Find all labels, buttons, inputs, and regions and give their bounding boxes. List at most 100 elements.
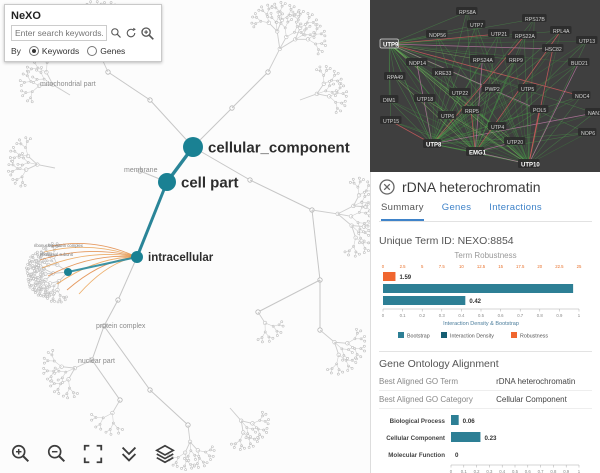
ontology-term-label[interactable]: ribosomal subunit	[40, 252, 74, 257]
search-icon[interactable]	[110, 27, 122, 39]
gene-node-label[interactable]: RRP5	[465, 109, 479, 115]
ontology-node[interactable]	[158, 173, 176, 191]
bar[interactable]	[383, 296, 466, 305]
gene-node[interactable]	[578, 128, 597, 136]
bar[interactable]	[383, 272, 396, 281]
ontology-term-label[interactable]: mitochondrial part	[40, 81, 96, 88]
tab-summary[interactable]: Summary	[381, 202, 424, 221]
gene-node-label[interactable]: RRP9	[509, 58, 523, 64]
gene-node-label[interactable]: RPL4A	[553, 29, 570, 35]
gene-node[interactable]	[423, 139, 442, 148]
ontology-node-label[interactable]: cellular_component	[208, 139, 350, 156]
gene-node-label[interactable]: UTP6	[441, 114, 454, 120]
gene-node-label[interactable]: NOP14	[409, 61, 426, 67]
gene-node[interactable]	[482, 84, 501, 92]
gene-node[interactable]	[438, 111, 457, 119]
gene-node-label[interactable]: NAN1	[588, 111, 600, 117]
gene-node[interactable]	[550, 26, 572, 34]
gene-node-label[interactable]: POL5	[533, 108, 546, 114]
fit-to-screen-button[interactable]	[80, 441, 106, 467]
gene-node-label[interactable]: DIM1	[383, 98, 396, 104]
gene-node[interactable]	[568, 58, 590, 66]
gene-node[interactable]	[467, 20, 486, 28]
radio-genes[interactable]: Genes	[87, 46, 125, 56]
gene-node[interactable]	[384, 72, 406, 80]
zoom-search-icon[interactable]	[140, 26, 155, 41]
gene-node-label[interactable]: UTP9	[383, 43, 399, 49]
reset-icon[interactable]	[125, 27, 137, 39]
go-bar[interactable]	[451, 432, 481, 442]
gene-node-label[interactable]: BUD21	[571, 61, 588, 67]
gene-node[interactable]	[414, 94, 436, 102]
gene-node[interactable]	[488, 122, 507, 130]
gene-node-label[interactable]: RPS8A	[459, 10, 477, 16]
gene-node-label[interactable]: UTP8	[426, 143, 442, 149]
layers-button[interactable]	[152, 441, 178, 467]
gene-node-label[interactable]: UTP13	[579, 39, 595, 45]
ontology-node-label[interactable]: cell part	[181, 174, 239, 191]
gene-node[interactable]	[522, 14, 547, 22]
go-bar[interactable]	[451, 415, 459, 425]
gene-node[interactable]	[512, 31, 537, 39]
tab-genes[interactable]: Genes	[441, 202, 472, 213]
gene-node-label[interactable]: UTP15	[383, 119, 399, 125]
gene-node[interactable]	[576, 36, 598, 44]
gene-node-label[interactable]: UTP22	[452, 91, 468, 97]
gene-node-label[interactable]: UTP21	[491, 32, 507, 38]
gene-node-label[interactable]: RPA49	[387, 75, 403, 81]
gene-node[interactable]	[432, 68, 454, 76]
gene-node[interactable]	[530, 105, 549, 113]
ontology-term-label[interactable]: ribonucleoprotein complex	[34, 243, 84, 248]
gene-node[interactable]	[379, 38, 399, 49]
gene-node[interactable]	[406, 58, 428, 66]
gene-node[interactable]	[380, 116, 402, 124]
gene-node-label[interactable]: UTP18	[417, 97, 433, 103]
ontology-term-label[interactable]: protein complex	[96, 323, 146, 330]
gene-node[interactable]	[572, 91, 591, 99]
gene-node-label[interactable]: RPS17B	[525, 17, 545, 23]
ontology-node[interactable]	[64, 268, 72, 276]
gene-node[interactable]	[466, 147, 485, 156]
ontology-node[interactable]	[183, 137, 203, 157]
gene-node-label[interactable]: NOC4	[575, 94, 590, 100]
gene-node-label[interactable]: NOP56	[429, 33, 446, 39]
gene-node[interactable]	[462, 106, 481, 114]
ontology-node-label[interactable]: intracellular	[148, 252, 214, 264]
gene-node[interactable]	[542, 44, 564, 52]
gene-node-label[interactable]: UTP7	[470, 23, 483, 29]
gene-node[interactable]	[518, 84, 537, 92]
close-icon[interactable]	[379, 179, 395, 195]
gene-node[interactable]	[449, 88, 471, 96]
gene-node[interactable]	[506, 55, 525, 63]
ontology-term-label[interactable]: membrane	[124, 167, 158, 174]
gene-node[interactable]	[504, 137, 526, 145]
tree-node-small[interactable]	[137, 168, 143, 174]
collapse-button[interactable]	[116, 441, 142, 467]
gene-node-label[interactable]: HSC82	[545, 47, 562, 53]
search-input[interactable]	[11, 25, 107, 41]
radio-keywords[interactable]: Keywords	[28, 46, 79, 56]
gene-node-label[interactable]: KRE33	[435, 71, 452, 77]
gene-node[interactable]	[426, 30, 448, 38]
ontology-node[interactable]	[131, 251, 143, 263]
gene-node[interactable]	[488, 29, 510, 37]
gene-node-label[interactable]: EMG1	[469, 151, 487, 157]
gene-node-label[interactable]: NOP6	[581, 131, 595, 137]
gene-node[interactable]	[518, 159, 540, 168]
gene-node[interactable]	[380, 95, 399, 103]
gene-node-label[interactable]: RPS22A	[515, 34, 535, 40]
gene-node-label[interactable]: RPS24A	[473, 58, 493, 64]
gene-node-label[interactable]: UTP4	[491, 125, 504, 131]
bar[interactable]	[383, 284, 574, 293]
gene-node-label[interactable]: UTP5	[521, 87, 534, 93]
zoom-in-button[interactable]	[8, 441, 34, 467]
ontology-term-label[interactable]: nuclear part	[78, 358, 115, 365]
zoom-out-button[interactable]	[44, 441, 70, 467]
gene-node[interactable]	[585, 108, 600, 116]
gene-node-label[interactable]: UTP20	[507, 140, 523, 146]
tab-interactions[interactable]: Interactions	[489, 202, 542, 213]
gene-node[interactable]	[470, 55, 495, 63]
